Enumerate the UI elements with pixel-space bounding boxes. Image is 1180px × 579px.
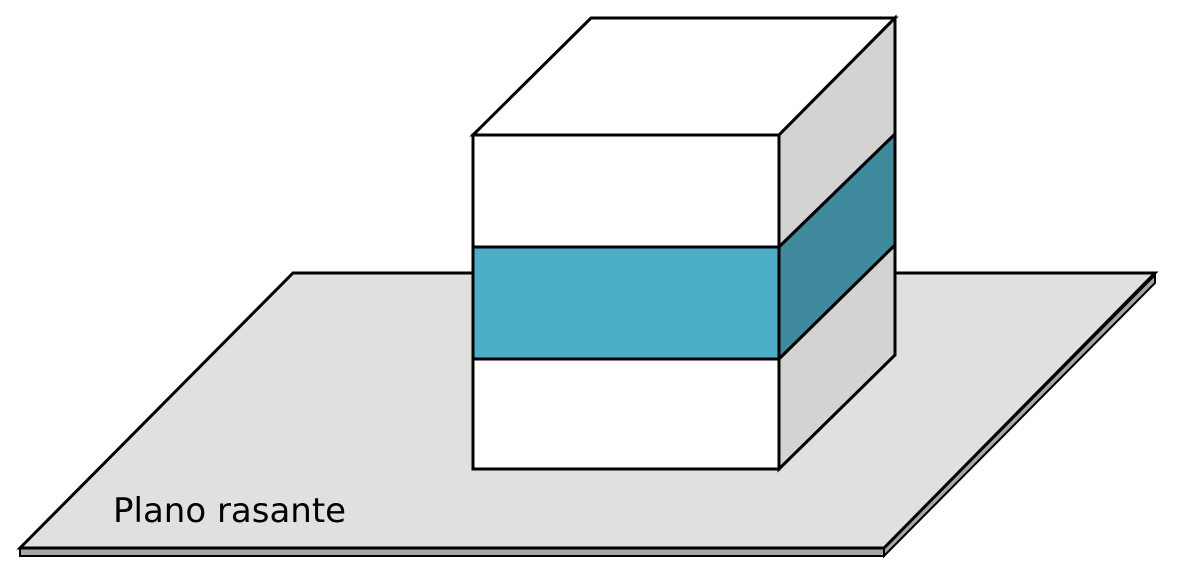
layer-front-face (471, 245, 781, 361)
cube (469, 14, 899, 473)
cube-front-lower (471, 357, 781, 471)
cube-front-upper (471, 133, 781, 249)
plane-label: Plano rasante (113, 491, 346, 531)
